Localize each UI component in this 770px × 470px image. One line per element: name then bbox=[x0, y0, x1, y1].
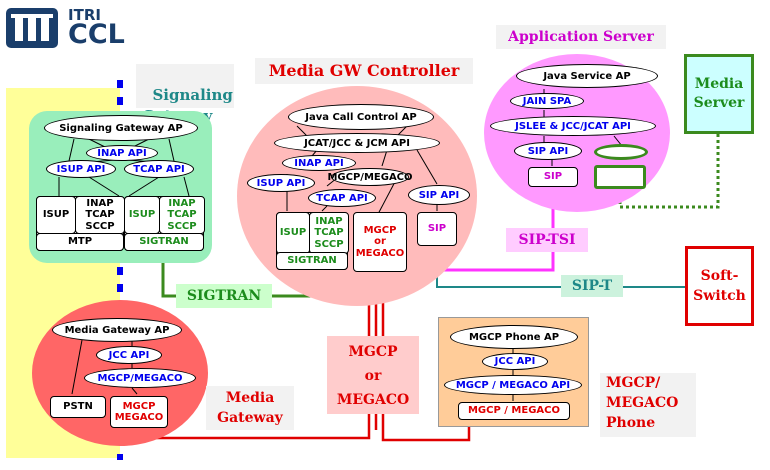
mgc-sip-api: SIP API bbox=[408, 185, 470, 205]
sg-stack-left: INAP TCAP SCCP bbox=[75, 196, 125, 234]
mgc-sigtran-stack: ISUP INAP TCAP SCCP SIGTRAN bbox=[276, 212, 349, 270]
mgc-megaco-api: MGCP/MEGACO bbox=[327, 168, 413, 186]
as-jain-spa: JAIN SPA bbox=[510, 93, 584, 109]
mgc-isup-api: ISUP API bbox=[247, 174, 315, 192]
phone-mgcp-api: MGCP / MEGACO API bbox=[444, 375, 582, 395]
softswitch-box: Soft- Switch bbox=[685, 246, 754, 326]
itri-logo-icon bbox=[6, 8, 58, 48]
sg-isup: ISUP bbox=[36, 196, 76, 234]
mgc-isup: ISUP bbox=[276, 212, 310, 254]
sg-mtp: MTP bbox=[36, 233, 124, 251]
mgc-sip-box: SIP bbox=[417, 212, 457, 246]
sg-mtp-stack: ISUP INAP TCAP SCCP MTP bbox=[36, 196, 125, 251]
mgcp-link-label: MGCP or MEGACO bbox=[327, 336, 419, 414]
signaling-gateway-title: Signaling Gateway bbox=[136, 64, 234, 125]
sg-ap: Signaling Gateway AP bbox=[44, 115, 198, 141]
sg-isup2: ISUP bbox=[124, 196, 160, 234]
dashed-blue-divider bbox=[117, 80, 123, 460]
sip-t-label: SIP-T bbox=[561, 275, 623, 297]
mg-mgcp-box: MGCP MEGACO bbox=[110, 396, 168, 428]
softswitch-label: Soft- Switch bbox=[693, 268, 746, 304]
as-title: Application Server bbox=[496, 25, 666, 49]
media-server-box: Media Server bbox=[684, 54, 754, 134]
sip-tsi-label: SIP-TSI bbox=[506, 228, 588, 252]
logo-line1: ITRI bbox=[68, 6, 101, 24]
as-jslee-api: JSLEE & JCC/JCAT API bbox=[490, 116, 656, 136]
mgc-title: Media GW Controller bbox=[255, 58, 473, 84]
sg-stack-right: INAP TCAP SCCP bbox=[159, 196, 205, 234]
sg-inap-api: INAP API bbox=[86, 145, 158, 161]
mgc-inap-api: INAP API bbox=[282, 155, 356, 171]
mg-ap: Media Gateway AP bbox=[52, 318, 182, 342]
sg-sigtran: SIGTRAN bbox=[124, 233, 204, 251]
sg-sigtran-stack: ISUP INAP TCAP SCCP SIGTRAN bbox=[124, 196, 205, 251]
sg-isup-api: ISUP API bbox=[46, 160, 116, 178]
sigtran-link-label: SIGTRAN bbox=[176, 284, 272, 308]
mg-jcc-api: JCC API bbox=[96, 346, 162, 364]
sg-tcap-api: TCAP API bbox=[124, 160, 194, 178]
mg-megaco-api: MGCP/MEGACO bbox=[84, 368, 196, 388]
mgc-jcat-api: JCAT/JCC & JCM API bbox=[274, 133, 440, 153]
phone-ap: MGCP Phone AP bbox=[450, 325, 578, 349]
mgc-sigtran: SIGTRAN bbox=[276, 252, 348, 270]
logo-line2: CCL bbox=[68, 19, 125, 50]
as-media-box bbox=[594, 165, 646, 189]
as-sip-box: SIP bbox=[528, 167, 578, 187]
mg-pstn: PSTN bbox=[50, 396, 106, 418]
phone-title: MGCP/ MEGACO Phone bbox=[600, 373, 696, 437]
as-sip-api: SIP API bbox=[514, 142, 582, 160]
mgc-tcap-api: TCAP API bbox=[308, 189, 376, 207]
mgc-mgcp-box: MGCP or MEGACO bbox=[353, 212, 407, 272]
mgc-stack: INAP TCAP SCCP bbox=[309, 212, 349, 254]
as-ap: Java Service AP bbox=[516, 64, 658, 88]
media-server-label: Media Server bbox=[693, 76, 745, 111]
mg-title: Media Gateway bbox=[206, 386, 294, 430]
mgc-ap: Java Call Control AP bbox=[288, 104, 434, 130]
as-media-ellipse bbox=[594, 144, 648, 160]
phone-jcc-api: JCC API bbox=[482, 353, 548, 370]
phone-mgcp-box: MGCP / MEGACO bbox=[458, 402, 570, 420]
